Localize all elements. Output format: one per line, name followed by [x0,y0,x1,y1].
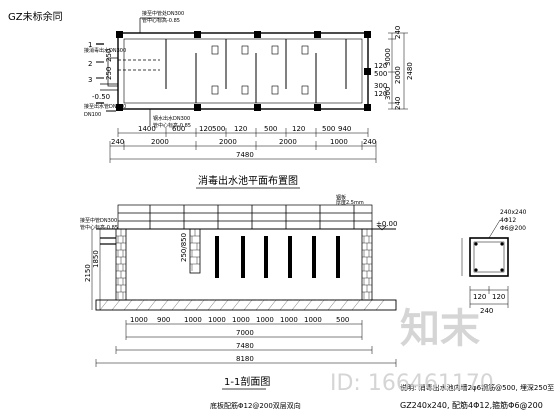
plan-level-left: -0.50 [92,93,110,101]
section-label-top2: 厚度2.5mm [336,199,364,206]
section-note-bottom: 底板配筋Φ12@200双层双向 [210,401,301,410]
plan-dim-row2-3: 2000 [219,138,237,146]
plan-note-left-top: 接消毒出水DN300 [84,47,126,54]
section-dim-row1-7: 1000 [280,316,298,324]
plan-dim-row3: 7480 [236,151,254,159]
footnote: 说明: 消毒出水池内墙2φ6钢筋@500, 埋深250至 GZ240x240, … [400,383,554,410]
plan-note-bottom-1: 钢水出水DN300 [153,115,190,122]
plan-baffle-caps [211,45,309,95]
plan-right-dim-6: 240 [394,97,402,110]
footnote-line-1: 说明: 消毒出水池内墙2φ6钢筋@500, 埋深250至 [400,383,554,392]
plan-dim-row1-2: 600 [172,125,185,133]
column-detail-texts: 240x240 4Φ12 Φ6@200 120 120 240 [473,209,527,315]
section-roof-posts [149,205,355,229]
footnote-line-2: GZ240x240, 配筋4Φ12,箍筋Φ6@200 [400,400,543,410]
watermark: 知末 ID: 166461170 [330,306,494,396]
section-dim-row1-1: 1000 [130,316,148,324]
plan-dim-row1-3: 120 [199,125,212,133]
section-dim-row1-2: 900 [157,316,170,324]
column-dim-2: 120 [492,293,505,301]
plan-right-dim-4: 2480 [406,62,414,80]
plan-baffles [165,39,347,103]
section-pipe-label: 接至中管DN300 [80,217,117,224]
section-dim-row1-5: 1000 [232,316,250,324]
column-size-label: 240x240 [500,209,527,216]
plan-marker-2: 2 [88,60,92,68]
section-level-top: ±0.00 [376,220,397,228]
plan-right-dim-1: 240 [394,26,402,39]
column-rebar-1: 4Φ12 [500,217,516,224]
plan-note-left-mid: 接至出水管DN100 [84,103,126,110]
section-wall-hatch [116,229,372,299]
section-mid-label: 250/850 [180,233,188,262]
plan-dim-row1-8: 500 [322,125,335,133]
plan-columns [116,31,371,111]
plan-dim-row1-5: 120 [234,125,247,133]
plan-right-dim-3: 300 [384,87,392,100]
plan-marker-3: 3 [88,76,92,84]
plan-note-left-low: DN100 [84,112,101,118]
plan-note-bottom-2: 管中心标高-0.85 [153,122,191,129]
section-slab-hatch [99,299,385,311]
column-dim-1: 120 [473,293,486,301]
section-pipe-level: 管中心标高-0.85 [80,224,118,231]
plan-right-dimensions [388,32,408,110]
plan-dim-row2-6: 240 [363,138,376,146]
section-dim-row1-9: 500 [336,316,349,324]
section-dim-row1-4: 1000 [208,316,226,324]
plan-inner-dim-2: 500 [374,70,387,78]
watermark-id: ID: 166461170 [330,371,494,396]
plan-dim-row2-5: 1000 [330,138,348,146]
plan-note-pipe-top: 接至中管处DN300 [142,10,184,17]
plan-dim-row1-7: 120 [292,125,305,133]
section-dim-row4: 8180 [236,355,254,363]
plan-view [96,17,408,163]
watermark-logo: 知末 [400,306,480,352]
section-view [91,204,397,367]
plan-dim-row1-9: 940 [338,125,351,133]
section-texts: 钢板 厚度2.5mm ±0.00 接至中管DN300 管中心标高-0.85 21… [80,194,397,410]
plan-note-pipe-top-level: 管中心标高-0.85 [142,17,180,24]
section-left-dim-1: 2150 [84,264,92,282]
plan-marker-1: 1 [88,41,92,49]
plan-inner-dim-1: 120 [374,62,387,70]
plan-inner-dim-4: 120 [374,90,387,98]
section-dim-row3: 7480 [236,342,254,350]
section-dim-row2: 7000 [236,329,254,337]
plan-bottom-dimensions [109,128,377,163]
column-detail [461,219,509,308]
section-bottom-dimensions [95,320,397,367]
section-label-top: 钢板 [336,194,346,201]
plan-inner-dim-3: 300 [374,82,387,90]
section-title: 1-1剖面图 [224,375,270,388]
plan-dim-row1-4: 500 [212,125,225,133]
plan-right-dim-5: 2000 [394,66,402,84]
plan-left-dim-2: 250 [105,67,113,80]
section-left-dim-2: 1850 [92,250,100,268]
section-dim-row1-8: 1000 [304,316,322,324]
column-dim-total: 240 [480,307,493,315]
plan-dim-row1-6: 500 [264,125,277,133]
section-dim-row1-6: 1000 [256,316,274,324]
plan-texts: 接至中管处DN300 管中心标高-0.85 接消毒出水DN300 -0.50 接… [84,10,414,189]
plan-title: 消毒出水池平面布置图 [198,174,298,187]
section-baffles [215,236,340,278]
plan-dim-row2-1: 240 [111,138,124,146]
column-rebar-2: Φ6@200 [500,225,526,232]
plan-dim-row2-2: 2000 [151,138,169,146]
plan-right-dim-2: 3000 [384,48,392,66]
plan-left-dim-1: 250 [105,49,113,62]
corner-label: GZ未标余同 [8,10,63,23]
section-dim-row1-3: 1000 [184,316,202,324]
plan-dim-row2-4: 2000 [279,138,297,146]
plan-dim-row1-1: 1400 [138,125,156,133]
